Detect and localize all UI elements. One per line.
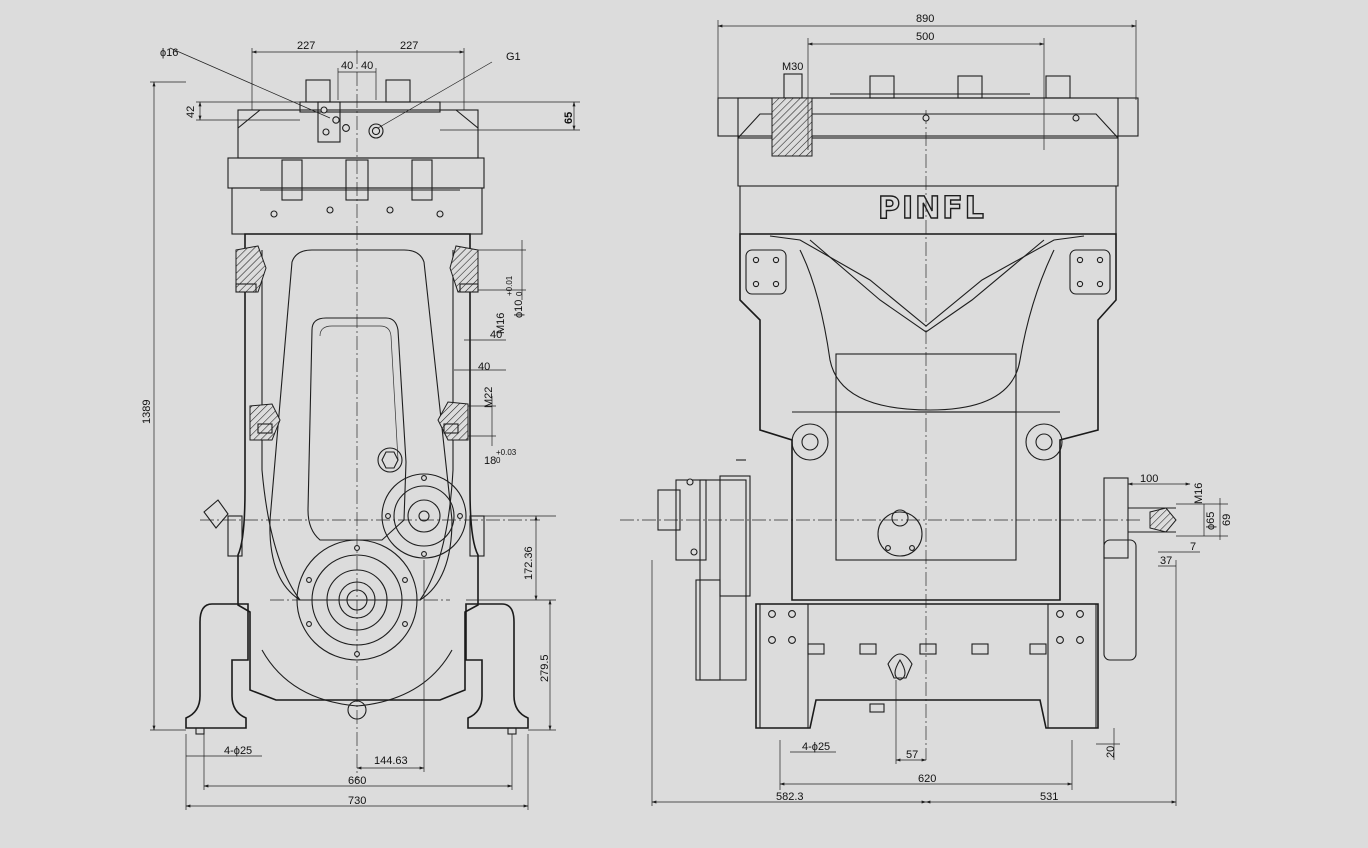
dim-offset-left: 40 <box>341 60 353 72</box>
side-frame <box>657 233 1177 681</box>
dim-left-extent: 582.3 <box>776 791 804 803</box>
dim-key-depth: 37 <box>1160 555 1172 567</box>
dim-overall-length: 890 <box>916 13 934 25</box>
dim-shaft-height: 172.36 <box>523 546 535 580</box>
dim-right-extent: 531 <box>1040 791 1058 803</box>
dim-width-left: 227 <box>297 40 315 52</box>
dim-thread-m16: M16 <box>495 313 507 334</box>
dim-slot-18-tol-low: 0 <box>496 456 501 465</box>
side-base <box>755 603 1099 729</box>
dim-height-65: 65 <box>563 112 575 124</box>
dim-slot-18: 18 <box>484 455 496 467</box>
dim-bore-10-tol-low: 0 <box>515 291 524 296</box>
dim-slot-18-tol-up: +0.03 <box>496 448 517 457</box>
dim-shaft-length: 100 <box>1140 473 1158 485</box>
dim-bore-10: ϕ10 <box>513 300 525 318</box>
dim-foot-height: 20 <box>1105 746 1117 758</box>
dim-thread-m22: M22 <box>483 387 495 408</box>
dim-bolt-m30: M30 <box>782 61 803 73</box>
side-dimensions <box>651 20 1228 806</box>
front-manifold <box>227 79 485 235</box>
dim-anchor-pitch: 660 <box>348 775 366 787</box>
dim-shaft-thread: M16 <box>1193 483 1205 504</box>
dim-pin-40: 40 <box>490 329 502 341</box>
dim-anchor-holes: 4-ϕ25 <box>802 741 830 753</box>
dim-width-right: 227 <box>400 40 418 52</box>
dim-shaft-key: 69 <box>1221 514 1233 526</box>
front-view: ϕ16 227 227 40 40 G1 42 65 1389 M16 ϕ10 … <box>141 40 580 810</box>
dim-base-height: 279.5 <box>539 654 551 682</box>
dim-height-42: 42 <box>185 106 197 118</box>
brand-logo: PINFL <box>878 191 986 226</box>
dim-manifold-length: 500 <box>916 31 934 43</box>
side-manifold: PINFL <box>717 73 1139 235</box>
front-dim-labels: ϕ16 227 227 40 40 G1 42 65 1389 M16 ϕ10 … <box>141 40 575 807</box>
dim-offset-right: 40 <box>361 60 373 72</box>
dim-total-height: 1389 <box>141 400 153 424</box>
dim-port-thread: G1 <box>506 51 521 63</box>
front-dimensions <box>150 47 580 810</box>
dim-base-width: 730 <box>348 795 366 807</box>
side-view: PINFL <box>620 13 1233 806</box>
front-housing <box>203 233 485 701</box>
side-dim-labels: 890 500 M30 100 M16 ϕ65 69 7 37 4-ϕ25 57… <box>776 13 1233 803</box>
dim-key-width: 7 <box>1190 541 1196 553</box>
dim-shaft-dia: ϕ65 <box>1205 512 1217 530</box>
front-bearings <box>261 447 467 720</box>
dim-anchor-pitch: 620 <box>918 773 936 785</box>
dim-anchor-holes: 4-ϕ25 <box>224 745 252 757</box>
dim-foot-offset: 57 <box>906 749 918 761</box>
dim-shaft-offset: 144.63 <box>374 755 408 767</box>
dim-gap-40: 40 <box>478 361 490 373</box>
dim-bolt-hole: ϕ16 <box>160 47 178 59</box>
dim-bore-10-tol-up: +0.01 <box>505 275 514 296</box>
